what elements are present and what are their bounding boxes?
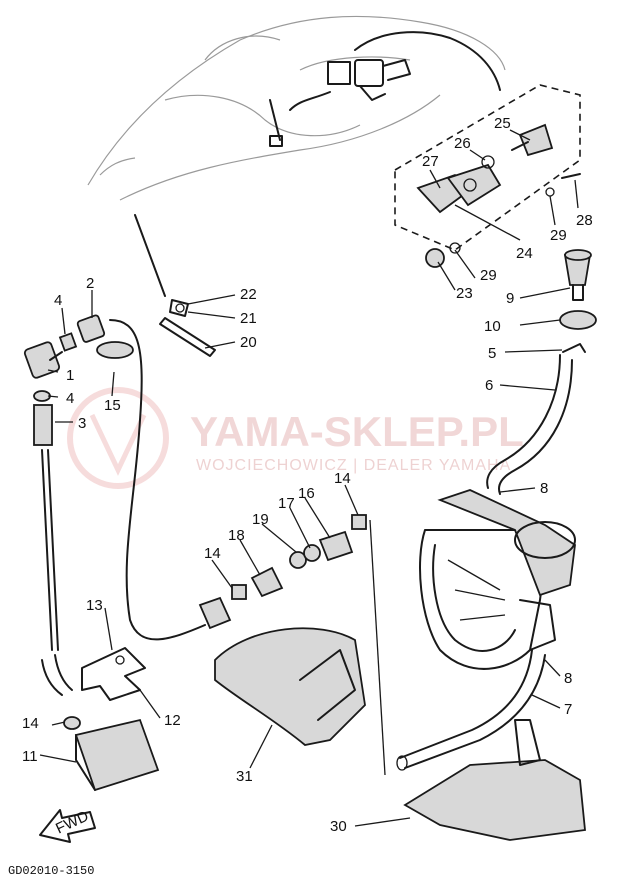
callout-11: 11 <box>22 748 38 765</box>
speed-sensor-wiring <box>269 31 501 147</box>
callout-14c: 14 <box>334 470 351 487</box>
inline-fittings <box>198 514 367 630</box>
jet-pump-housing <box>419 489 576 670</box>
exploded-group-box <box>394 84 581 251</box>
forward-direction-arrow: FWD <box>39 808 96 843</box>
watermark: YAMA-SKLEP.PL WOJCIECHOWICZ | DEALER YAM… <box>67 387 524 489</box>
hull-outline <box>87 15 506 201</box>
bracket-20-22 <box>159 299 216 357</box>
callout-12: 12 <box>164 712 181 729</box>
plate-30 <box>403 759 586 841</box>
callout-25: 25 <box>494 115 511 132</box>
intake-grate-group <box>416 123 581 268</box>
callout-4b: 4 <box>66 390 74 407</box>
watermark-title: YAMA-SKLEP.PL <box>190 408 524 455</box>
callout-17: 17 <box>278 495 295 512</box>
callout-9: 9 <box>506 290 514 307</box>
watermark-logo-mark <box>89 413 147 476</box>
callout-19: 19 <box>252 511 269 528</box>
callout-27: 27 <box>422 153 439 170</box>
callout-7: 7 <box>564 701 572 718</box>
callout-5: 5 <box>488 345 496 362</box>
callout-14b: 14 <box>204 545 221 562</box>
callout-24: 24 <box>516 245 533 262</box>
callout-14a: 14 <box>22 715 39 732</box>
wire-to-hull <box>134 214 166 297</box>
callout-2: 2 <box>86 275 94 292</box>
callout-8b: 8 <box>564 670 572 687</box>
callout-29a: 29 <box>550 227 567 244</box>
watermark-subtitle: WOJCIECHOWICZ | DEALER YAMAHA <box>196 457 511 474</box>
watermark-logo <box>67 387 169 489</box>
callout-8a: 8 <box>540 480 548 497</box>
callout-16: 16 <box>298 485 315 502</box>
hose-6 <box>486 354 561 489</box>
callout-4a: 4 <box>54 292 62 309</box>
hose-7 <box>404 654 546 769</box>
callout-3: 3 <box>78 415 86 432</box>
callout-labels: 1 2 3 4 4 5 6 7 8 8 9 10 11 12 13 14 14 … <box>22 115 593 835</box>
leader-lines <box>39 129 579 827</box>
callout-22: 22 <box>240 286 257 303</box>
callout-18: 18 <box>228 527 245 544</box>
fitting-9-10 <box>559 249 597 353</box>
callout-10: 10 <box>484 318 501 335</box>
callout-1: 1 <box>66 367 74 384</box>
left-fitting-group <box>23 314 134 446</box>
callout-21: 21 <box>240 310 257 327</box>
callout-15: 15 <box>104 397 121 414</box>
cover-31 <box>214 627 366 746</box>
callout-30: 30 <box>330 818 347 835</box>
callout-28: 28 <box>576 212 593 229</box>
callout-29b: 29 <box>480 267 497 284</box>
callout-31: 31 <box>236 768 253 785</box>
callout-13: 13 <box>86 597 103 614</box>
tube-15 <box>109 319 206 641</box>
callout-20: 20 <box>240 334 257 351</box>
callout-6: 6 <box>485 377 493 394</box>
pipe-left-long <box>41 449 53 651</box>
filter-bracket-group <box>41 647 160 792</box>
callout-26: 26 <box>454 135 471 152</box>
callout-23: 23 <box>456 285 473 302</box>
drawing-code: GD02010-3150 <box>8 864 94 878</box>
